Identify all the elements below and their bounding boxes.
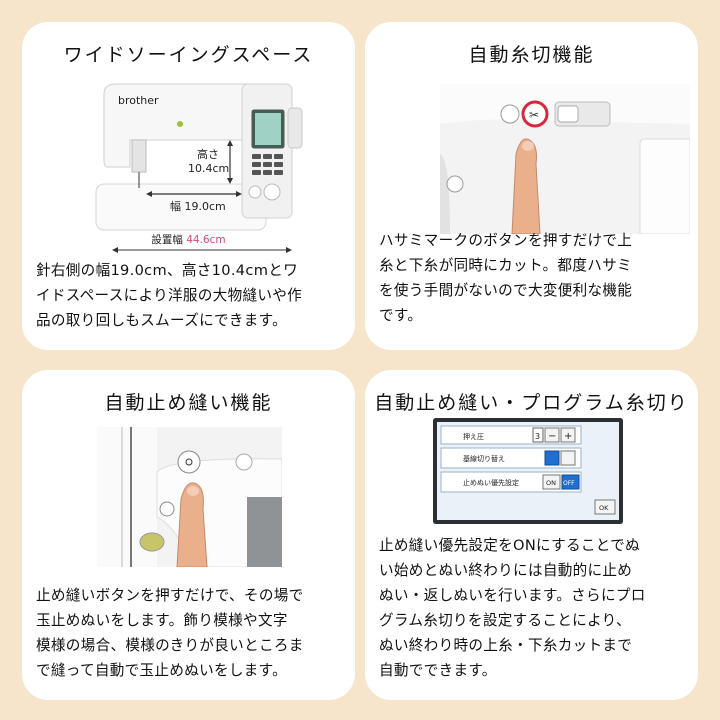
card-description: 止め縫い優先設定をONにすることでぬ い始めとぬい終わりには自動的に止め ぬい・… <box>379 533 688 683</box>
card-title: 自動止め縫い・プログラム糸切り <box>374 392 689 414</box>
card-title: 自動止め縫い機能 <box>104 392 273 414</box>
description-line: 模様の場合、模様のきりが良いところま <box>36 637 304 654</box>
on-option: ON <box>546 479 556 487</box>
cutter-button-illustration: ✂ <box>440 84 690 234</box>
lock-stitch-button-illustration <box>97 427 282 567</box>
brand-label: brother <box>118 94 159 107</box>
description-line: 止め縫いボタンを押すだけで、その場で <box>36 587 304 604</box>
cutter-button-image: ✂ <box>440 84 690 234</box>
height-value: 10.4cm <box>188 162 229 175</box>
description-line: 玉止めぬいをします。飾り模様や文字 <box>36 612 288 629</box>
install-width-caption: 設置幅 44.6cm <box>22 232 355 247</box>
description-line: で縫って自動で玉止めぬいをします。 <box>36 662 288 679</box>
screen-row-label: 止めぬい優先設定 <box>463 478 519 487</box>
card-title: ワイドソーイングスペース <box>63 44 314 66</box>
feature-card-auto-cutter: 自動糸切機能 ✂ ハサミマークのボタンを押すだけで上 糸と下糸が同時にカット。都… <box>365 22 698 350</box>
sewing-machine-illustration: brother 高さ 10.4cm 幅 19.0cm <box>95 83 303 253</box>
description-line: 針右側の幅19.0cm、高さ10.4cmとワ <box>36 262 299 279</box>
scissors-icon: ✂ <box>529 108 539 122</box>
screen-row-label: 押え圧 <box>463 432 484 441</box>
feature-card-wide-space: ワイドソーイングスペース <box>22 22 355 350</box>
feature-card-auto-lock: 自動止め縫い機能 止め縫いボタンを押すだけで、その場で 玉止め <box>22 370 355 700</box>
minus-icon: − <box>548 431 556 442</box>
card-description: 針右側の幅19.0cm、高さ10.4cmとワ イドスペースにより洋服の大物縫いや… <box>36 258 345 333</box>
description-line: 止め縫い優先設定をONにすることでぬ <box>379 537 641 554</box>
description-line: い始めとぬい終わりには自動的に止め <box>379 562 633 579</box>
screen-row-label: 基線切り替え <box>463 454 505 463</box>
description-line: ハサミマークのボタンを押すだけで上 <box>379 232 633 249</box>
description-line: グラム糸切りを設定することにより、 <box>379 612 631 629</box>
install-width-value: 44.6cm <box>186 234 226 246</box>
description-line: 自動でできます。 <box>379 662 497 679</box>
screen-row-value: 3 <box>535 432 540 441</box>
description-line: イドスペースにより洋服の大物縫いや作 <box>36 287 303 304</box>
feature-card-program-cut: 自動止め縫い・プログラム糸切り 押え圧 3 − + 基線切り替え 止めぬい優先設… <box>365 370 698 700</box>
description-line: ぬい・返しぬいを行います。さらにプロ <box>379 587 646 604</box>
description-line: 糸と下糸が同時にカット。都度ハサミ <box>379 257 632 274</box>
description-line: です。 <box>379 307 423 324</box>
description-line: 品の取り回しもスムーズにできます。 <box>36 312 288 329</box>
card-description: ハサミマークのボタンを押すだけで上 糸と下糸が同時にカット。都度ハサミ を使う手… <box>379 228 688 328</box>
plus-icon: + <box>564 431 572 442</box>
width-label: 幅 19.0cm <box>170 200 226 213</box>
description-line: を使う手間がないので大変便利な機能 <box>379 282 633 299</box>
install-width-label: 設置幅 <box>151 234 183 246</box>
off-option: OFF <box>563 480 575 487</box>
card-title: 自動糸切機能 <box>468 44 595 66</box>
ok-button-label: OK <box>599 504 609 512</box>
height-label: 高さ <box>197 147 219 161</box>
description-line: ぬい終わり時の上糸・下糸カットまで <box>379 637 633 654</box>
sewing-machine-image: brother 高さ 10.4cm 幅 19.0cm <box>92 72 312 262</box>
settings-screen-image: 押え圧 3 − + 基線切り替え 止めぬい優先設定 ON OFF OK <box>433 418 623 524</box>
settings-screen-illustration: 押え圧 3 − + 基線切り替え 止めぬい優先設定 ON OFF OK <box>433 418 623 524</box>
lock-stitch-button-image <box>97 427 282 567</box>
card-description: 止め縫いボタンを押すだけで、その場で 玉止めぬいをします。飾り模様や文字 模様の… <box>36 583 345 683</box>
